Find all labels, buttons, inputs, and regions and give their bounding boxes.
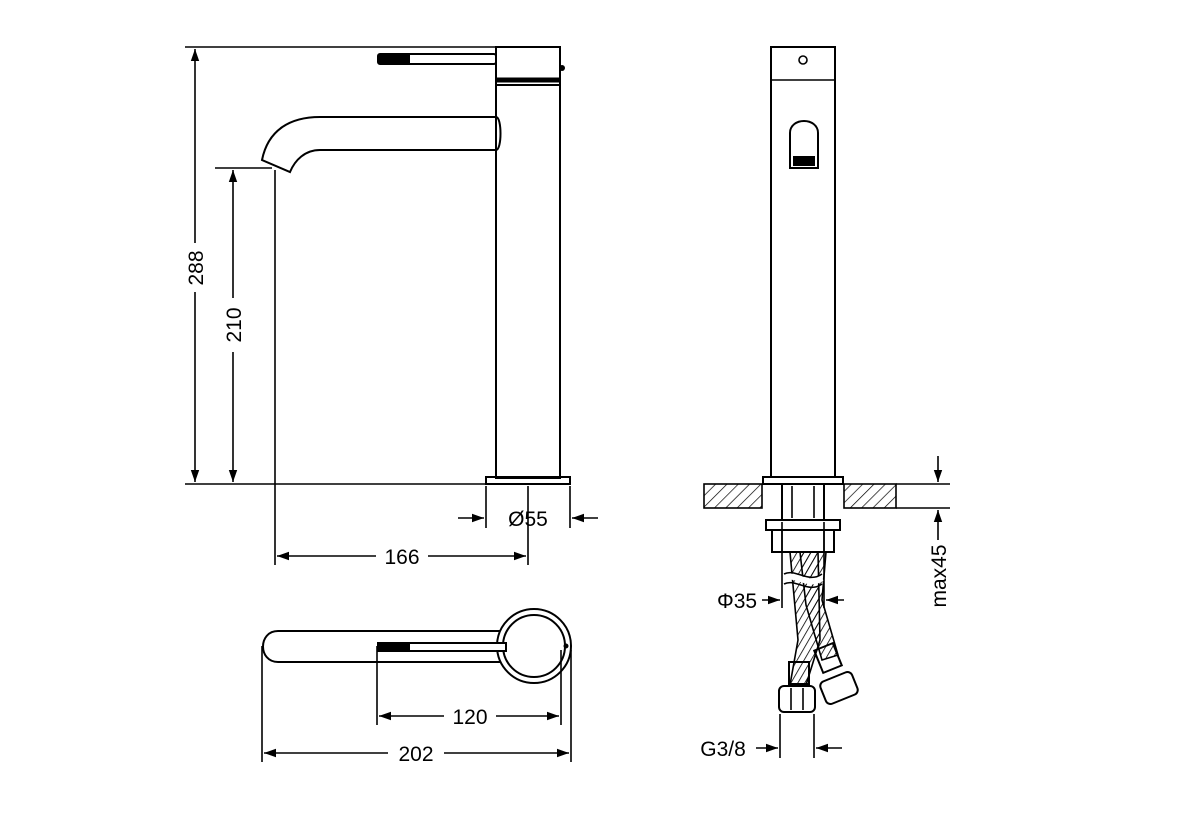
label-d55: Ø55 bbox=[508, 508, 548, 531]
nut-washer bbox=[765, 519, 841, 531]
dim-handle-length: 120 bbox=[376, 646, 562, 729]
dim-base-diameter: Ø55 bbox=[458, 486, 598, 531]
base-flange bbox=[485, 476, 571, 485]
dim-connection-thread: G3/8 bbox=[700, 714, 842, 761]
lever-tip bbox=[378, 54, 410, 64]
deck-right bbox=[843, 483, 897, 509]
dim-spout-reach: 166 bbox=[274, 170, 529, 569]
top-body-outer bbox=[496, 608, 572, 684]
hex-nut-left bbox=[778, 685, 816, 713]
dim-spout-height: 210 bbox=[215, 167, 272, 482]
aerator bbox=[789, 120, 819, 169]
label-202: 202 bbox=[398, 743, 433, 766]
aerator-mesh bbox=[793, 156, 815, 166]
dim-mount-hole: Φ35 bbox=[717, 522, 844, 613]
dim-total-length: 202 bbox=[261, 646, 572, 766]
top-view bbox=[262, 608, 572, 684]
spout bbox=[260, 116, 496, 174]
label-g38: G3/8 bbox=[700, 738, 746, 761]
label-120: 120 bbox=[452, 706, 487, 729]
label-d35: Φ35 bbox=[717, 590, 757, 613]
label-166: 166 bbox=[384, 546, 419, 569]
fitting-left bbox=[788, 661, 810, 685]
dim-total-height: 288 bbox=[185, 46, 496, 485]
top-lever-tip bbox=[378, 643, 410, 651]
label-max45: max45 bbox=[928, 544, 951, 607]
spout-joint bbox=[495, 116, 502, 151]
side-view bbox=[703, 46, 897, 713]
side-flange bbox=[762, 476, 844, 485]
dim-deck-thickness: max45 bbox=[896, 456, 951, 608]
label-210: 210 bbox=[223, 307, 246, 342]
faucet-body bbox=[495, 84, 561, 479]
side-cap-hole bbox=[798, 55, 808, 65]
shank bbox=[781, 483, 825, 521]
deck-left bbox=[703, 483, 763, 509]
hex-nut-right bbox=[819, 671, 859, 705]
cap-knob bbox=[559, 65, 565, 71]
label-288: 288 bbox=[185, 250, 208, 285]
fitting-right bbox=[812, 641, 844, 675]
top-knob bbox=[563, 643, 569, 649]
side-body bbox=[770, 46, 836, 478]
top-spout bbox=[262, 630, 506, 663]
front-view bbox=[260, 46, 571, 485]
